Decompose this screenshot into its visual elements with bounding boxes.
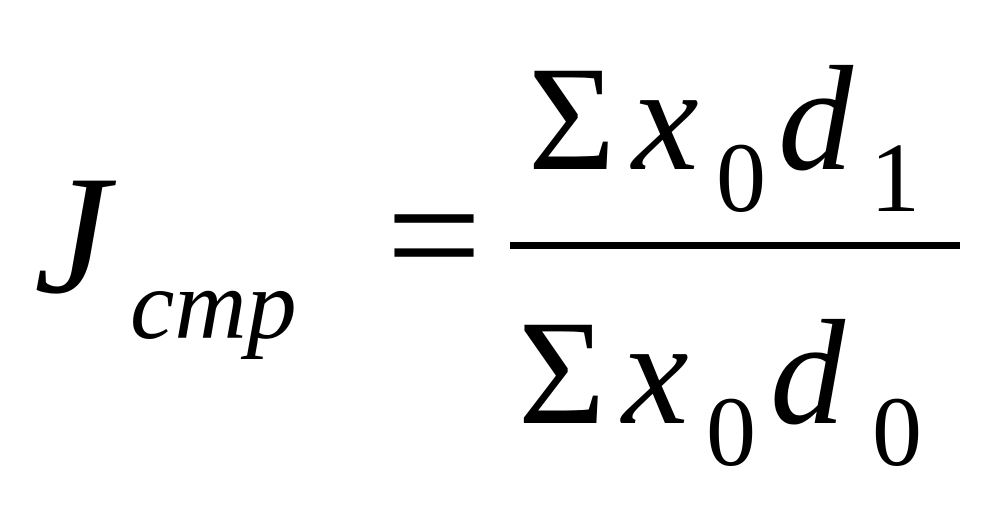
fraction-bar: [510, 242, 960, 249]
lhs-subscript: cmp: [130, 249, 297, 360]
denominator-var-d: d: [770, 290, 845, 456]
lhs-symbol: J: [34, 141, 110, 329]
numerator-sum-symbol: Σ: [528, 36, 616, 202]
numerator-var-d: d: [778, 36, 853, 202]
denominator-sum-symbol: Σ: [518, 290, 606, 456]
denominator-x-subscript: 0: [706, 376, 756, 487]
numerator-var-x: x: [632, 36, 699, 202]
numerator-x-subscript: 0: [716, 122, 766, 233]
equals-sign: =: [386, 141, 482, 329]
denominator-d-subscript: 0: [872, 376, 922, 487]
denominator-var-x: x: [622, 290, 689, 456]
numerator-d-subscript: 1: [870, 122, 920, 233]
